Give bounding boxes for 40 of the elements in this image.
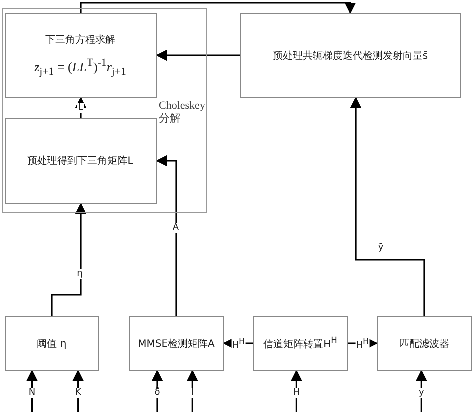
process-box [5, 316, 99, 371]
formula: z$_{j+1}$ = (LL$^{T}$)$^{-1}$r$_{j+1}$ [34, 56, 126, 78]
edge-label: L [78, 103, 84, 113]
edge-label: I [190, 388, 195, 398]
edge-label: H$^{H}$ [231, 336, 246, 350]
process-box [377, 316, 472, 371]
edge-label: y [418, 388, 426, 398]
arrow [416, 370, 428, 412]
process-box [240, 13, 461, 98]
process-box [4, 12, 156, 98]
arrow [350, 96, 426, 316]
arrow [291, 370, 302, 412]
edge-label: N [28, 388, 37, 398]
box-label: 匹配滤波器 [400, 338, 450, 350]
box-label: 信道矩阵转置H$^{H}$ [264, 335, 338, 352]
edge-label: K [74, 388, 82, 398]
edge-label: A [172, 223, 180, 233]
arrow [156, 155, 178, 316]
arrow [152, 370, 164, 412]
box-label: MMSE检测矩阵A [138, 338, 215, 350]
box-label: 预处理得到下三角矩阵L [28, 154, 134, 168]
box-label: 预处理共轭梯度迭代检测发射向量s̄ [272, 50, 428, 62]
edge-label: ȳ [377, 243, 385, 253]
arrow [80, 2, 356, 14]
edge-label: H [292, 388, 302, 398]
arrow [26, 370, 38, 412]
arrow [72, 370, 84, 412]
edge-label: H$^{H}$ [355, 336, 370, 350]
group-label: Choleskey 分解 [159, 100, 205, 126]
process-box [253, 316, 348, 371]
edge-label: η [76, 269, 84, 279]
edge-label: δ̂ [154, 388, 162, 398]
process-box [129, 316, 224, 371]
arrow [51, 202, 87, 316]
process-box [4, 118, 156, 204]
box-label: 下三角方程求解 [46, 34, 116, 47]
arrow [75, 96, 87, 118]
arrow [156, 50, 240, 62]
grouping-frame [2, 8, 207, 213]
box-label: 阈值 η [37, 338, 67, 350]
